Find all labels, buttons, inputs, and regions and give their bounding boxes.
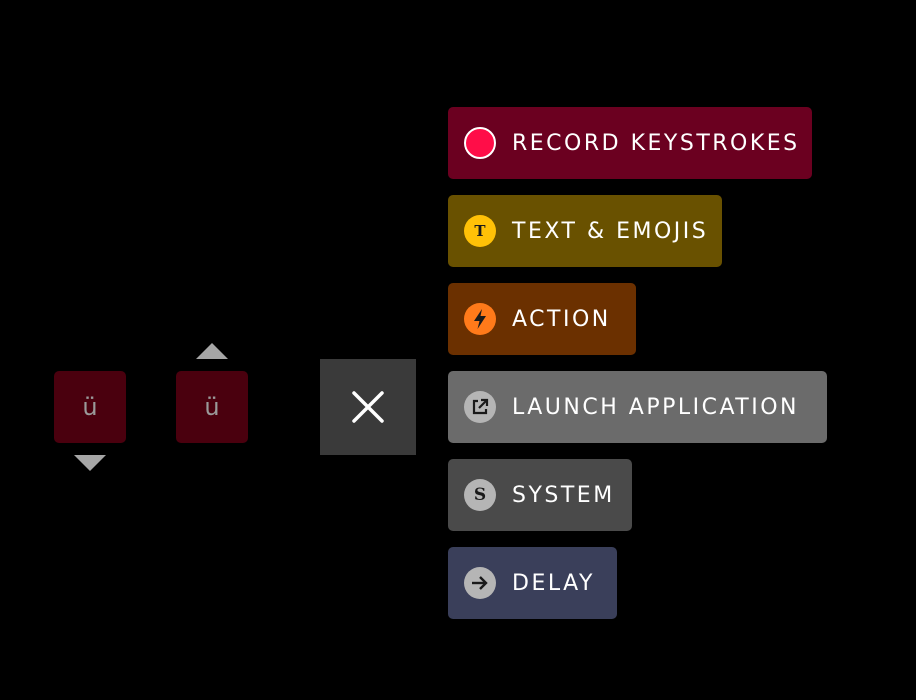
key-tile-two-label: ü xyxy=(204,393,220,421)
text-emojis-button[interactable]: T TEXT & EMOJIS xyxy=(448,195,722,267)
external-link-icon xyxy=(464,391,496,423)
launch-application-label: LAUNCH APPLICATION xyxy=(512,394,799,420)
lightning-icon xyxy=(464,303,496,335)
close-icon xyxy=(352,391,384,423)
close-button[interactable] xyxy=(320,359,416,455)
launch-application-button[interactable]: LAUNCH APPLICATION xyxy=(448,371,827,443)
action-button[interactable]: ACTION xyxy=(448,283,636,355)
key-tile-one-label: ü xyxy=(82,393,98,421)
system-button[interactable]: S SYSTEM xyxy=(448,459,632,531)
key-tile-one[interactable]: ü xyxy=(54,371,126,443)
system-label: SYSTEM xyxy=(512,482,615,508)
text-icon: T xyxy=(464,215,496,247)
text-icon-glyph: T xyxy=(474,222,486,240)
record-keystrokes-label: RECORD KEYSTROKES xyxy=(512,130,800,156)
text-emojis-label: TEXT & EMOJIS xyxy=(512,218,709,244)
arrow-down-icon[interactable] xyxy=(74,455,106,471)
action-label: ACTION xyxy=(512,306,611,332)
system-icon: S xyxy=(464,479,496,511)
system-icon-glyph: S xyxy=(473,485,487,505)
record-keystrokes-button[interactable]: RECORD KEYSTROKES xyxy=(448,107,812,179)
arrow-up-icon[interactable] xyxy=(196,343,228,359)
key-tile-two[interactable]: ü xyxy=(176,371,248,443)
record-icon xyxy=(464,127,496,159)
delay-label: DELAY xyxy=(512,570,595,596)
arrow-right-icon xyxy=(464,567,496,599)
delay-button[interactable]: DELAY xyxy=(448,547,617,619)
